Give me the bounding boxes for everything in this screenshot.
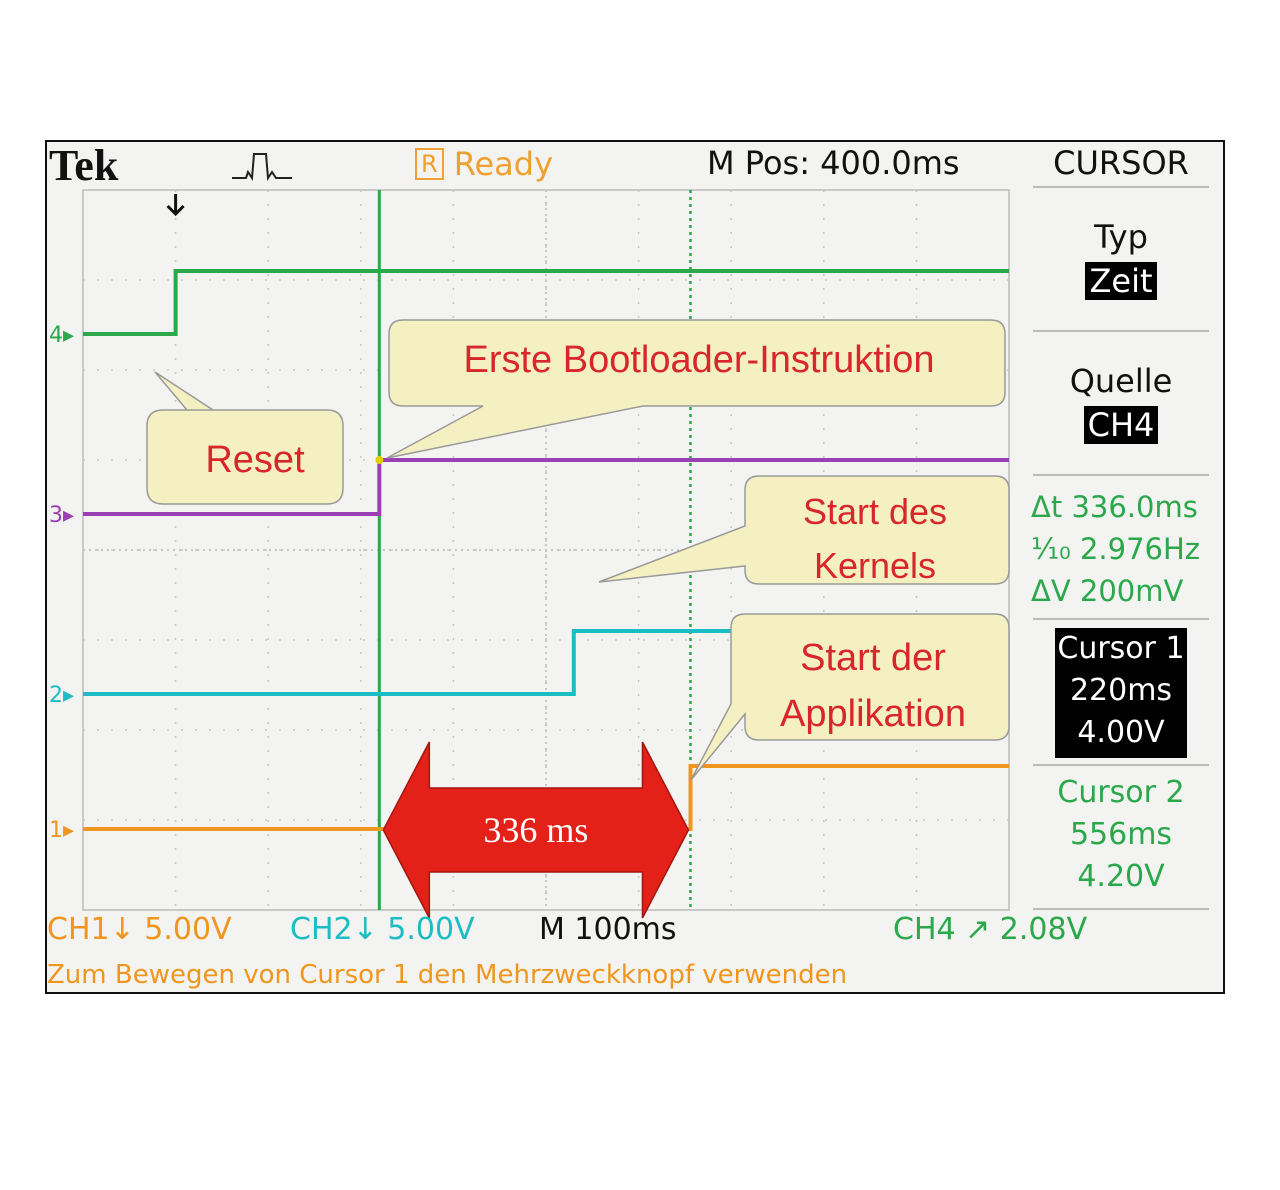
delta-v-value: 200mV <box>1079 574 1184 608</box>
channel-marker-ch4: 4▸ <box>49 323 74 348</box>
delta-readouts: Δt 336.0ms ⅒ 2.976Hz ΔV 200mV <box>1031 486 1223 612</box>
waveform-ch1 <box>83 764 1009 831</box>
inverse-delta-t-icon: ⅒ <box>1031 532 1080 566</box>
reset-callout-bubble <box>146 371 344 505</box>
status-letter-icon: R <box>415 148 444 180</box>
ch2-scale: CH2↓ 5.00V <box>290 912 475 947</box>
typ-value: Zeit <box>1019 262 1223 300</box>
ch1-scale: CH1↓ 5.00V <box>47 912 232 947</box>
menu-title: CURSOR <box>1053 144 1189 182</box>
channel-marker-ch1: 1▸ <box>49 818 74 843</box>
reset-callout-text: Reset <box>205 439 305 481</box>
status-text: Ready <box>453 145 554 183</box>
cursor2-volt: 4.20V <box>1077 859 1165 894</box>
delta-t-icon: Δt <box>1031 490 1072 524</box>
application-callout-bubble <box>690 613 1010 781</box>
application-callout-text: Applikation <box>780 693 966 735</box>
menu-divider <box>1033 618 1209 620</box>
trigger-position-icon <box>166 194 185 217</box>
duration-label: 336 ms <box>483 810 588 850</box>
kernel-callout-text: Kernels <box>814 545 936 586</box>
acquisition-icon <box>232 144 302 184</box>
cursor1-label: Cursor 1 <box>1057 631 1185 666</box>
quelle-value: CH4 <box>1019 406 1223 444</box>
menu-divider <box>1033 330 1209 332</box>
cursor2-time: 556ms <box>1069 817 1173 852</box>
oscilloscope-screen: 4▸ 3▸ 2▸ 1▸ Reset Erste Bootloader-Instruktio… <box>45 140 1225 994</box>
cursor1-button[interactable]: Cursor 1 220ms 4.00V <box>1055 628 1187 758</box>
reset-callout: Reset <box>146 371 344 505</box>
m-pos-readout: M Pos: 400.0ms <box>707 144 960 182</box>
kernel-callout-bubble <box>598 475 1010 585</box>
bootloader-callout-text: Erste Bootloader-Instruktion <box>463 339 934 381</box>
typ-value-text: Zeit <box>1085 262 1157 300</box>
hint-text: Zum Bewegen von Cursor 1 den Mehrzweckkn… <box>47 960 848 990</box>
inverse-delta-t-value: 2.976Hz <box>1079 532 1201 566</box>
typ-label: Typ <box>1094 218 1148 256</box>
menu-divider <box>1033 908 1209 910</box>
application-callout-text: Start der <box>800 637 946 679</box>
duration-arrow: 336 ms <box>382 741 690 919</box>
bootloader-callout: Erste Bootloader-Instruktion <box>386 319 1006 459</box>
duration-arrow-shape <box>382 741 690 919</box>
brand-logo: Tek <box>49 141 119 190</box>
cursor2-button[interactable]: Cursor 2 556ms 4.20V <box>1039 772 1203 902</box>
bootloader-callout-bubble <box>386 319 1006 459</box>
cursor1-time: 220ms <box>1069 673 1173 708</box>
menu-divider <box>1033 474 1209 476</box>
run-status: R Ready <box>415 144 553 184</box>
quelle-value-text: CH4 <box>1083 406 1159 444</box>
menu-divider <box>1033 764 1209 766</box>
kernel-callout-text: Start des <box>803 491 947 532</box>
typ-button[interactable]: Typ Zeit <box>1019 218 1223 308</box>
waveform-plot: 4▸ 3▸ 2▸ 1▸ Reset Erste Bootloader-Instruktio… <box>49 189 1010 919</box>
waveform-ch4 <box>83 269 1009 336</box>
timebase: M 100ms <box>539 912 677 947</box>
waveform-ch3 <box>83 458 1009 516</box>
cursor-anchor-dot <box>375 456 384 464</box>
cursor1-volt: 4.00V <box>1077 715 1165 750</box>
delta-t-value: 336.0ms <box>1071 490 1198 524</box>
quelle-label: Quelle <box>1069 362 1173 400</box>
delta-v-icon: ΔV <box>1031 574 1080 608</box>
menu-divider <box>1033 186 1209 188</box>
side-menu: CURSOR Typ Zeit Quelle CH4 Δt 336.0ms ⅒ … <box>1019 142 1223 912</box>
channel-marker-ch2: 2▸ <box>49 683 74 708</box>
channel-marker-ch3: 3▸ <box>49 503 74 528</box>
trigger-readout: CH4 ↗ 2.08V <box>893 912 1088 947</box>
quelle-button[interactable]: Quelle CH4 <box>1019 362 1223 452</box>
cursor2-label: Cursor 2 <box>1057 775 1185 810</box>
